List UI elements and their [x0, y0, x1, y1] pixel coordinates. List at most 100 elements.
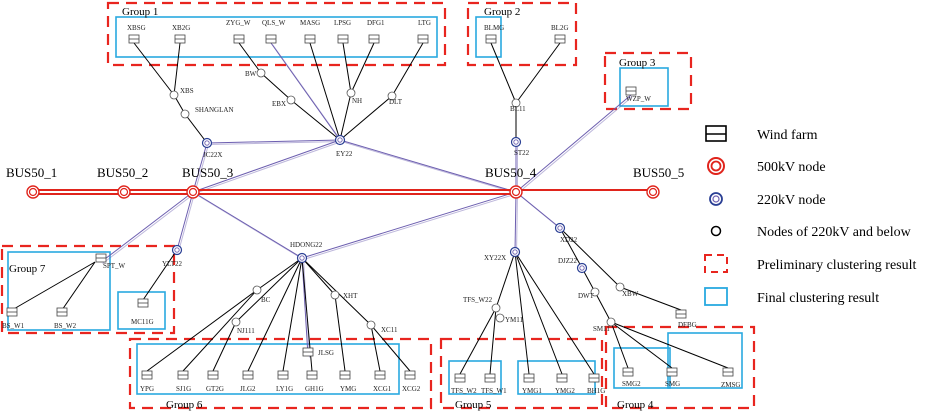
feeder-line [142, 249, 178, 301]
final-cluster-box [475, 16, 502, 58]
node-label: XBS [180, 87, 194, 95]
node-small-dwt: DWT [578, 287, 600, 300]
final-cluster-box [619, 67, 669, 107]
wind-farm-icon [705, 125, 727, 142]
legend-item-node-500kv: 500kV node [707, 157, 826, 175]
node-label: XY22X [484, 254, 506, 262]
tie-line [208, 141, 342, 145]
cluster-group-1: Group 1 [106, 1, 447, 67]
wind-farm-ltg: LTG [417, 19, 431, 44]
node-small-shanglan: SHANGLAN [180, 106, 234, 119]
wind-farm-label: YMG [340, 385, 356, 393]
wind-farm-label: XCG1 [373, 385, 392, 393]
tie-line [102, 193, 195, 264]
wind-farm-bs-w1: BS_W1 [2, 307, 25, 330]
node-label: SM11 [593, 325, 610, 333]
legend-label: 220kV node [757, 193, 826, 208]
wind-farm-label: DFG1 [367, 19, 385, 27]
tie-line [192, 142, 208, 193]
node-500kv-bus50_5: BUS50_5 [633, 165, 684, 199]
wind-farm-gt2g: GT2G [206, 370, 224, 393]
bus-label: BUS50_3 [182, 165, 233, 180]
node-label: BL11 [510, 105, 526, 113]
wind-farm-qls-w: QLS_W [262, 19, 286, 44]
tie-line [192, 139, 341, 193]
feeder-line [212, 321, 237, 372]
node-220kv-icon [709, 192, 723, 206]
preliminary-box-icon [704, 254, 728, 273]
wind-farm-label: SMG2 [622, 380, 641, 388]
feeder-line [133, 42, 175, 96]
wind-farm-label: YMG1 [522, 387, 542, 395]
wind-farm-dfg1: DFG1 [367, 19, 385, 44]
feeder-line [559, 227, 583, 269]
node-small-bl11: BL11 [510, 98, 526, 113]
node-small-ebx: EBX [272, 95, 296, 108]
wind-farm-ymg: YMG [339, 370, 356, 393]
cluster-group-3: Group 3 [603, 51, 693, 111]
final-cluster-box [115, 16, 438, 58]
node-220kv-xd22: XD22 [554, 222, 578, 244]
feeder-line [594, 291, 612, 323]
node-small-bw: BW [245, 68, 266, 78]
feeder-line [334, 294, 346, 372]
wind-farm-sj1g: SJ1G [176, 370, 191, 393]
node-label: YM11 [505, 316, 524, 324]
node-small-xc11: XC11 [366, 320, 398, 334]
wind-farm-label: XB2G [172, 24, 190, 32]
feeder-line [256, 257, 303, 291]
node-small-nj111: NJ111 [231, 317, 255, 335]
feeder-line [182, 289, 258, 372]
tie-line [206, 139, 341, 144]
node-500kv-bus50_1: BUS50_1 [6, 165, 57, 199]
wind-farm-wzp-w: WZP_W [625, 86, 651, 103]
group-label: Group 7 [9, 263, 46, 275]
node-label: NH [352, 97, 362, 105]
feeder-line [301, 257, 336, 296]
feeder-line [489, 307, 497, 375]
node-220kv-xy22x: XY22X [484, 246, 521, 262]
tie-line [515, 191, 561, 229]
legend-label: Wind farm [757, 128, 818, 143]
feeder-line [619, 286, 682, 311]
feeder-line [238, 42, 262, 74]
feeder-line [610, 321, 629, 369]
legend-label: Nodes of 220kV and below [757, 225, 912, 240]
wind-farm-label: GT2G [206, 385, 224, 393]
wind-farm-label: TFS_W2 [451, 387, 477, 395]
cluster-group-4: Group 4 [604, 325, 756, 411]
wind-farm-label: BL2G [551, 24, 569, 32]
wind-farm-label: ZMSG [721, 381, 740, 389]
node-label: DLT [389, 98, 403, 106]
group-label: Group 1 [122, 6, 158, 18]
wind-farm-label: YPG [140, 385, 154, 393]
feeder-line [495, 251, 516, 309]
wind-farm-label: LTG [418, 19, 431, 27]
wind-farm-ymg2: YMG2 [555, 373, 575, 395]
node-500kv-icon [707, 157, 725, 175]
legend-item-wind-farm: Wind farm [705, 125, 818, 143]
node-220kv-ey22: EY22 [334, 134, 353, 158]
tie-line [341, 141, 518, 194]
wind-farm-spt-w: SPT_W [95, 253, 126, 270]
node-small-nh: NH [346, 88, 362, 105]
feeder-line [235, 257, 303, 323]
wind-farm-mc11g: MC11G [131, 298, 154, 326]
wind-farm-label: QLS_W [262, 19, 286, 27]
final-cluster-box [448, 360, 502, 395]
legend-label: Preliminary clustering result [757, 258, 917, 273]
preliminary-cluster-box [439, 337, 604, 410]
preliminary-cluster-box [106, 1, 447, 67]
node-small-bc: BC [252, 285, 271, 304]
wind-farm-zyg-w: ZYG_W [226, 19, 251, 44]
final-cluster-box [667, 332, 743, 389]
wind-farm-label: DFBG [678, 321, 697, 329]
node-label: DJZ22 [558, 257, 578, 265]
wind-farm-tfs-w1: TFS_W1 [481, 373, 507, 395]
group-label: Group 2 [484, 6, 520, 18]
wind-farm-label: JLSG [318, 349, 334, 357]
wind-farm-label: JLG2 [240, 385, 256, 393]
legend-item-node-220kv: 220kV node [709, 192, 826, 208]
tie-line [176, 191, 194, 251]
